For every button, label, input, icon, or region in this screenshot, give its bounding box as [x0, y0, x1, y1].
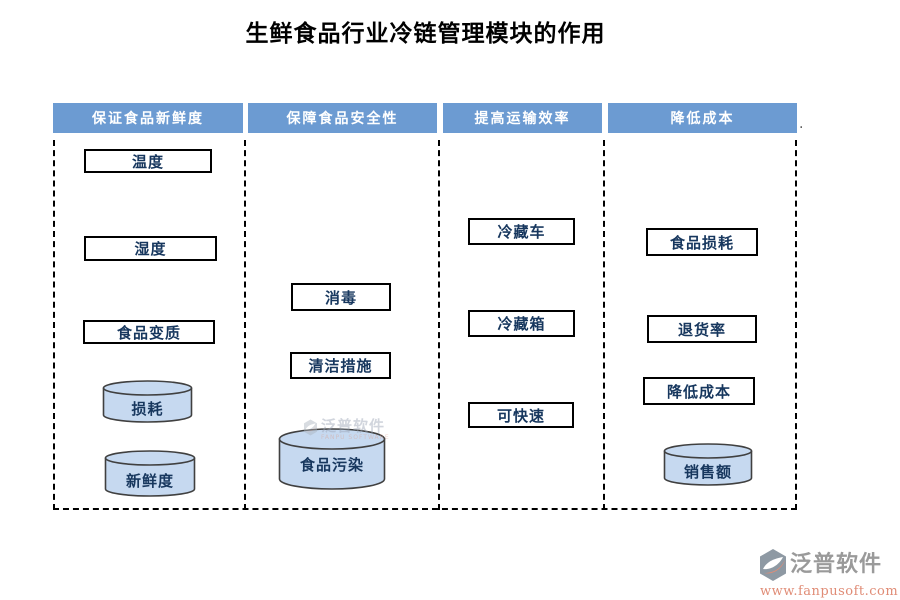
diagram-body-border	[53, 140, 797, 510]
flow-box: 温度	[84, 149, 212, 173]
column-header: 提高运输效率	[443, 103, 602, 133]
cylinder-node: 食品污染	[278, 428, 386, 490]
flow-box: 食品变质	[83, 320, 215, 344]
column-divider	[244, 140, 246, 510]
flow-box: 冷藏车	[468, 218, 575, 245]
flow-box: 消毒	[291, 283, 391, 311]
stray-dot: .	[799, 116, 804, 132]
cylinder-label: 销售额	[683, 463, 732, 482]
flow-box: 降低成本	[643, 377, 755, 405]
column-divider	[603, 140, 605, 510]
footer-logo-url: www.fanpusoft.com	[760, 584, 899, 599]
flow-box: 冷藏箱	[468, 310, 575, 337]
cylinder-shape	[278, 428, 386, 490]
flow-box: 可快速	[468, 402, 574, 428]
cylinder-shape	[102, 380, 193, 423]
column-header: 降低成本	[608, 103, 797, 133]
cylinder-node: 新鲜度	[104, 450, 196, 497]
column-header: 保证食品新鲜度	[53, 103, 243, 133]
cylinder-node: 损耗	[102, 380, 193, 423]
fanpu-logo-icon	[760, 549, 786, 581]
cylinder-shape	[104, 450, 196, 497]
cylinder-label: 食品污染	[299, 456, 364, 475]
diagram-title: 生鲜食品行业冷链管理模块的作用	[245, 20, 606, 47]
footer-logo-brand: 泛普软件	[790, 552, 883, 577]
cylinder-node: 销售额	[663, 443, 753, 486]
cylinder-label: 新鲜度	[125, 471, 174, 490]
column-divider	[438, 140, 440, 510]
footer-logo: 泛普软件 www.fanpusoft.com	[758, 548, 898, 599]
column-header: 保障食品安全性	[248, 103, 437, 133]
cylinder-shape	[663, 443, 753, 486]
flow-box: 湿度	[84, 236, 217, 261]
flow-box: 退货率	[647, 315, 757, 343]
cylinder-label: 损耗	[131, 400, 164, 419]
flow-box: 清洁措施	[290, 352, 391, 379]
flow-box: 食品损耗	[646, 228, 758, 256]
